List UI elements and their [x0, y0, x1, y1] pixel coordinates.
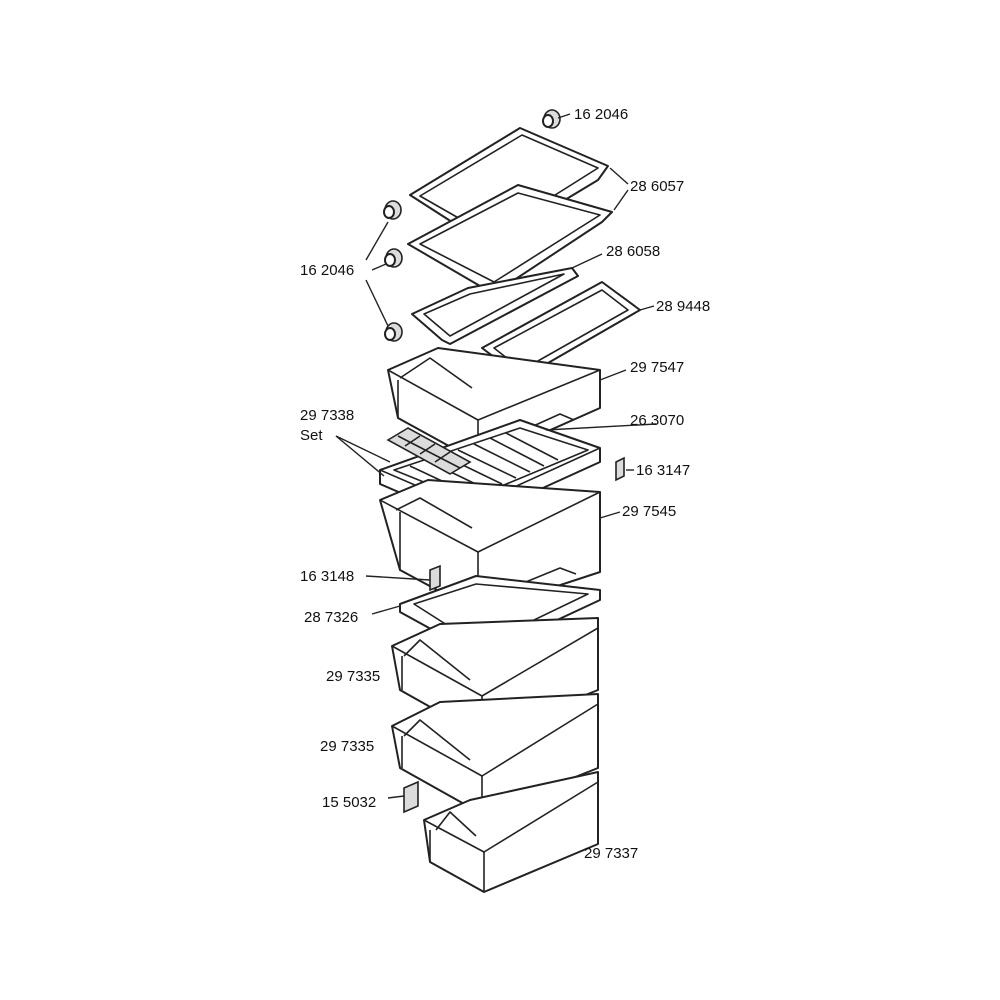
label-286057: 28 6057 [630, 178, 684, 195]
knob-part-top [542, 109, 561, 129]
label-289448: 28 9448 [656, 298, 710, 315]
label-297337: 29 7337 [584, 845, 638, 862]
leader-lines [335, 113, 657, 799]
knob-parts-left [383, 200, 403, 342]
label-297335-lower: 29 7335 [320, 738, 374, 755]
clip-part-left [429, 564, 441, 592]
clip-part-bottom [403, 780, 419, 814]
label-287326: 28 7326 [304, 609, 358, 626]
label-286058: 28 6058 [606, 243, 660, 260]
label-297545: 29 7545 [622, 503, 676, 520]
label-set: Set [300, 427, 323, 444]
label-297335-upper: 29 7335 [326, 668, 380, 685]
label-297338: 29 7338 [300, 407, 354, 424]
shelf-frame-part-lower [411, 267, 579, 345]
label-155032: 15 5032 [322, 794, 376, 811]
label-162046-left: 16 2046 [300, 262, 354, 279]
part-labels: 16 2046 28 6057 16 2046 28 6058 28 9448 … [300, 106, 710, 862]
clip-part-right [615, 456, 625, 482]
filter-set-part [386, 427, 472, 475]
drawer-part-bottom [423, 771, 599, 893]
label-297547: 29 7547 [630, 359, 684, 376]
label-162046-top: 16 2046 [574, 106, 628, 123]
label-263070: 26 3070 [630, 412, 684, 429]
label-163147: 16 3147 [636, 462, 690, 479]
label-163148: 16 3148 [300, 568, 354, 585]
